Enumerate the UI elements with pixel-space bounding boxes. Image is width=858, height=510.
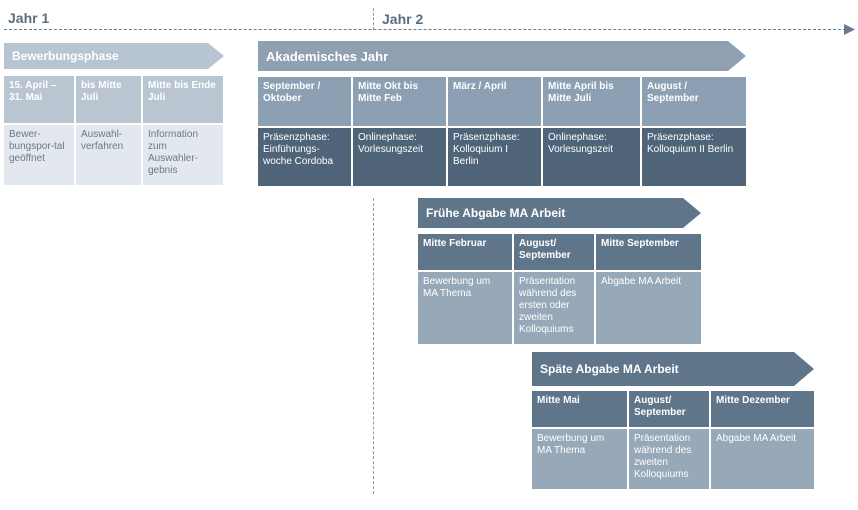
spaete-abgabe-title: Späte Abgabe MA Arbeit — [540, 362, 679, 376]
bewerbung-cell-1: Bewer-bungspor-tal geöffnet — [4, 125, 74, 185]
akademisch-header-5: August / September — [642, 77, 746, 126]
akademisch-header-2: Mitte Okt bis Mitte Feb — [353, 77, 446, 126]
akademisch-header-3: März / April — [448, 77, 541, 126]
akademisch-cell-4: Onlinephase: Vorlesungszeit — [543, 128, 640, 186]
bewerbung-header-2: bis Mitte Juli — [76, 76, 141, 123]
spaet-cell-3: Abgabe MA Arbeit — [711, 429, 814, 489]
bewerbung-header-3: Mitte bis Ende Juli — [143, 76, 223, 123]
bewerbung-cell-2: Auswahl-verfahren — [76, 125, 141, 185]
bewerbungsphase-title: Bewerbungsphase — [12, 49, 119, 63]
year-1-label: Jahr 1 — [8, 10, 50, 26]
bewerbung-header-1: 15. April – 31. Mai — [4, 76, 74, 123]
akademisch-cell-2: Onlinephase: Vorlesungszeit — [353, 128, 446, 186]
akademisches-jahr-table: September / Oktober Mitte Okt bis Mitte … — [258, 77, 746, 186]
bewerbungsphase-arrow: Bewerbungsphase — [4, 43, 224, 69]
spaet-cell-2: Präsentation während des zweiten Kolloqu… — [629, 429, 709, 489]
spaete-abgabe-table: Mitte Mai August/ September Mitte Dezemb… — [532, 391, 814, 489]
fruehe-abgabe-arrow: Frühe Abgabe MA Arbeit — [418, 198, 701, 228]
fruehe-abgabe-title: Frühe Abgabe MA Arbeit — [426, 206, 566, 220]
spaet-header-3: Mitte Dezember — [711, 391, 814, 427]
timeline-line — [4, 29, 846, 30]
frueh-cell-1: Bewerbung um MA Thema — [418, 272, 512, 344]
akademisch-cell-5: Präsenzphase: Kolloquium II Berlin — [642, 128, 746, 186]
year-divider-top — [373, 8, 374, 30]
akademisch-cell-3: Präsenzphase: Kolloquium I Berlin — [448, 128, 541, 186]
akademisches-jahr-title: Akademisches Jahr — [266, 48, 389, 64]
akademisch-header-1: September / Oktober — [258, 77, 351, 126]
bewerbungsphase-table: 15. April – 31. Mai bis Mitte Juli Mitte… — [4, 76, 223, 185]
frueh-header-1: Mitte Februar — [418, 234, 512, 270]
akademisch-cell-1: Präsenzphase: Einführungs-woche Cordoba — [258, 128, 351, 186]
frueh-cell-3: Abgabe MA Arbeit — [596, 272, 701, 344]
akademisch-header-4: Mitte April bis Mitte Juli — [543, 77, 640, 126]
fruehe-abgabe-table: Mitte Februar August/ September Mitte Se… — [418, 234, 701, 344]
timeline-arrowhead — [844, 24, 855, 35]
year-divider-bottom — [373, 198, 374, 494]
spaet-header-2: August/ September — [629, 391, 709, 427]
bewerbung-cell-3: Information zum Auswahler-gebnis — [143, 125, 223, 185]
frueh-cell-2: Präsentation während des ersten oder zwe… — [514, 272, 594, 344]
frueh-header-2: August/ September — [514, 234, 594, 270]
year-2-label: Jahr 2 — [382, 11, 424, 27]
spaete-abgabe-arrow: Späte Abgabe MA Arbeit — [532, 352, 814, 386]
akademisches-jahr-arrow: Akademisches Jahr — [258, 41, 746, 71]
spaet-header-1: Mitte Mai — [532, 391, 627, 427]
frueh-header-3: Mitte September — [596, 234, 701, 270]
spaet-cell-1: Bewerbung um MA Thema — [532, 429, 627, 489]
